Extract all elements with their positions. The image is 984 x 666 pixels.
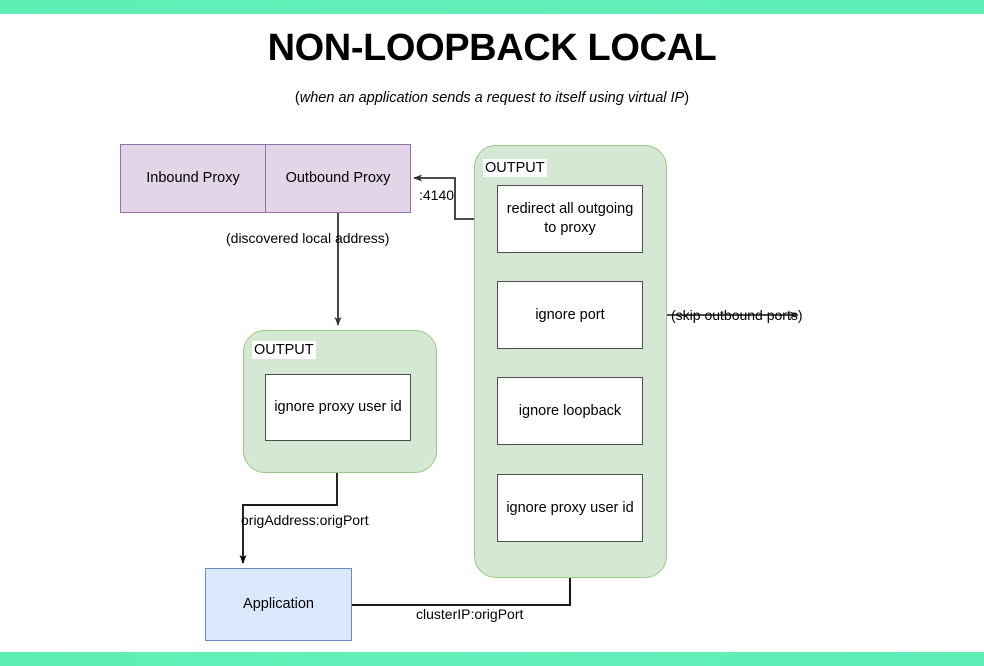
node-redirect-line1: redirect all outgoing (506, 201, 634, 217)
inbound-proxy-node[interactable]: Inbound Proxy (120, 144, 266, 213)
page-subtitle: (when an application sends a request to … (0, 88, 984, 108)
node-ignore-loopback[interactable]: ignore loopback (497, 377, 643, 445)
node-redirect-all-outgoing-to-proxy[interactable]: redirect all outgoing to proxy (497, 185, 643, 253)
top-accent-bar (0, 0, 984, 14)
subtitle-close-paren: ) (684, 90, 690, 106)
outbound-proxy-node[interactable]: Outbound Proxy (265, 144, 411, 213)
node-application[interactable]: Application (205, 568, 352, 641)
edge-label-orig-address-orig-port: origAddress:origPort (241, 512, 369, 528)
bottom-accent-bar (0, 652, 984, 666)
node-ignore-proxy-user-id-right[interactable]: ignore proxy user id (497, 474, 643, 542)
node-redirect-label: redirect all outgoing to proxy (507, 200, 634, 238)
page-title: NON-LOOPBACK LOCAL (267, 27, 717, 69)
edge-label-skip-outbound-ports: (skip outbound ports) (671, 307, 803, 323)
edge-label-discovered-local-address: (discovered local address) (226, 230, 390, 246)
node-redirect-line2: to proxy (544, 220, 596, 236)
node-ignore-proxy-user-id-left[interactable]: ignore proxy user id (265, 374, 411, 441)
output-group-left-label: OUTPUT (252, 341, 316, 359)
edge-label-cluster-ip-orig-port: clusterIP:origPort (416, 606, 524, 622)
edge-label-proxy-port: :4140 (419, 187, 455, 203)
node-ignore-port[interactable]: ignore port (497, 281, 643, 349)
subtitle-text: when an application sends a request to i… (299, 90, 685, 106)
output-group-right-label: OUTPUT (483, 159, 547, 177)
subtitle-open-paren: ( (294, 90, 300, 106)
